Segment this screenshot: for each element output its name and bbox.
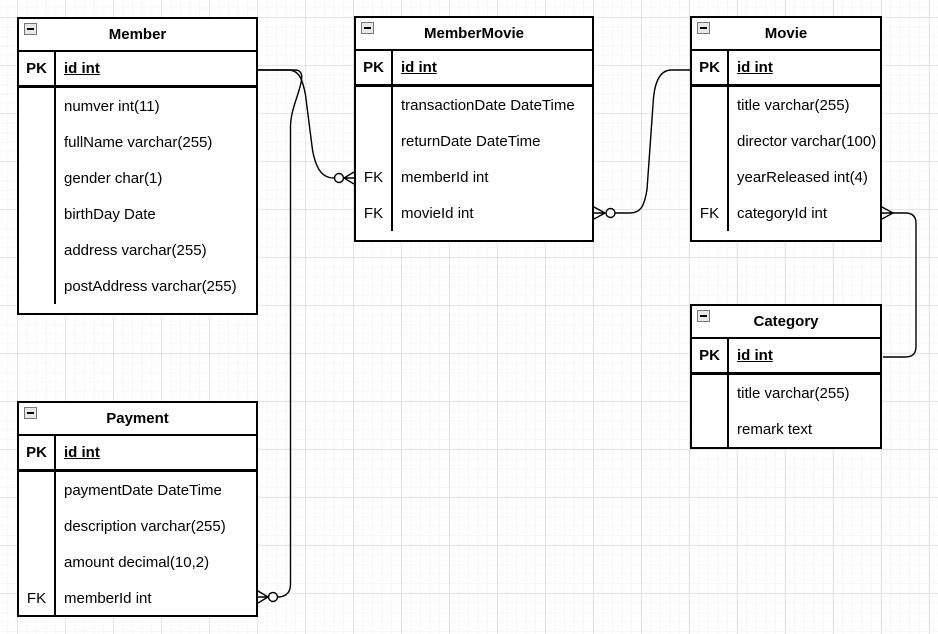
field-row[interactable]: FK memberId int bbox=[19, 580, 256, 615]
field-name: id int bbox=[64, 60, 100, 77]
collapse-minus-icon[interactable] bbox=[24, 23, 37, 35]
key-label: FK bbox=[699, 204, 720, 222]
crow-foot-zero-or-many-icon bbox=[342, 171, 355, 185]
field-row[interactable]: returnDate DateTime bbox=[356, 123, 592, 159]
relationship-member-payment[interactable] bbox=[257, 69, 303, 604]
field-row[interactable]: yearReleased int(4) bbox=[692, 159, 880, 195]
field-name: fullName varchar(255) bbox=[64, 133, 213, 151]
entity-movie[interactable]: Movie PK id int title varchar(255) director… bbox=[690, 16, 882, 242]
field-name: title varchar(255) bbox=[737, 96, 850, 114]
field-row[interactable]: FK memberId int bbox=[356, 159, 592, 195]
key-label: PK bbox=[699, 347, 720, 364]
primary-key-row[interactable]: PK id int bbox=[19, 52, 256, 88]
entity-title-bar[interactable]: Payment bbox=[19, 403, 256, 436]
field-row[interactable]: transactionDate DateTime bbox=[356, 87, 592, 123]
field-name: yearReleased int(4) bbox=[737, 168, 868, 186]
field-row[interactable]: gender char(1) bbox=[19, 160, 256, 196]
field-name: memberId int bbox=[401, 168, 489, 186]
relationship-movie-category[interactable] bbox=[881, 206, 917, 358]
entity-member[interactable]: Member PK id int numver int(11) fullName va… bbox=[17, 17, 258, 315]
field-name: director varchar(100) bbox=[737, 132, 877, 150]
crow-foot-many-icon bbox=[881, 206, 895, 220]
key-label: FK bbox=[363, 204, 384, 222]
entity-title: Payment bbox=[106, 410, 169, 427]
field-row[interactable]: birthDay Date bbox=[19, 196, 256, 232]
column-divider bbox=[54, 52, 56, 304]
entity-title: Movie bbox=[764, 25, 808, 42]
collapse-minus-icon[interactable] bbox=[697, 310, 710, 322]
entity-title-bar[interactable]: Movie bbox=[692, 18, 880, 51]
entity-category[interactable]: Category PK id int title varchar(255) remar… bbox=[690, 304, 882, 449]
field-name: address varchar(255) bbox=[64, 241, 207, 259]
field-row[interactable]: postAddress varchar(255) bbox=[19, 268, 256, 304]
primary-key-row[interactable]: PK id int bbox=[692, 51, 880, 87]
field-name: numver int(11) bbox=[64, 97, 160, 115]
field-row[interactable]: numver int(11) bbox=[19, 88, 256, 124]
field-row[interactable]: title varchar(255) bbox=[692, 375, 880, 411]
field-name: id int bbox=[64, 444, 100, 461]
primary-key-row[interactable]: PK id int bbox=[692, 339, 880, 375]
relationship-movie-membermovie[interactable] bbox=[593, 69, 690, 220]
field-row[interactable]: description varchar(255) bbox=[19, 508, 256, 544]
entity-title-bar[interactable]: Member bbox=[19, 19, 256, 52]
field-name: title varchar(255) bbox=[737, 384, 850, 402]
field-name: id int bbox=[737, 59, 773, 76]
field-row[interactable]: amount decimal(10,2) bbox=[19, 544, 256, 580]
crow-foot-zero-or-many-icon bbox=[593, 206, 607, 220]
field-row[interactable]: FK categoryId int bbox=[692, 195, 880, 231]
field-row[interactable]: fullName varchar(255) bbox=[19, 124, 256, 160]
primary-key-row[interactable]: PK id int bbox=[356, 51, 592, 87]
key-label: PK bbox=[699, 59, 720, 76]
field-row[interactable]: director varchar(100) bbox=[692, 123, 880, 159]
field-name: movieId int bbox=[401, 204, 474, 222]
key-label: PK bbox=[363, 59, 384, 76]
entity-title: Member bbox=[108, 26, 167, 43]
collapse-minus-icon[interactable] bbox=[697, 22, 710, 34]
column-divider bbox=[54, 436, 56, 615]
field-name: remark text bbox=[737, 420, 813, 438]
collapse-minus-icon[interactable] bbox=[361, 22, 374, 34]
key-label: FK bbox=[363, 168, 384, 186]
field-name: birthDay Date bbox=[64, 205, 156, 223]
entity-title: MemberMovie bbox=[423, 25, 525, 42]
entity-title-bar[interactable]: Category bbox=[692, 306, 880, 339]
entity-title-bar[interactable]: MemberMovie bbox=[356, 18, 592, 51]
field-name: returnDate DateTime bbox=[401, 132, 541, 150]
column-divider bbox=[727, 339, 729, 447]
field-name: id int bbox=[737, 347, 773, 364]
field-name: postAddress varchar(255) bbox=[64, 277, 237, 295]
relationship-member-membermovie[interactable] bbox=[258, 69, 355, 185]
field-name: amount decimal(10,2) bbox=[64, 553, 210, 571]
field-name: id int bbox=[401, 59, 437, 76]
field-name: memberId int bbox=[64, 589, 152, 607]
primary-key-row[interactable]: PK id int bbox=[19, 436, 256, 472]
collapse-minus-icon[interactable] bbox=[24, 407, 37, 419]
field-name: gender char(1) bbox=[64, 169, 163, 187]
field-name: categoryId int bbox=[737, 204, 828, 222]
entity-payment[interactable]: Payment PK id int paymentDate DateTime desc… bbox=[17, 401, 258, 617]
field-row[interactable]: title varchar(255) bbox=[692, 87, 880, 123]
key-label: PK bbox=[26, 444, 47, 461]
column-divider bbox=[727, 51, 729, 231]
entity-title: Category bbox=[753, 313, 819, 330]
field-name: transactionDate DateTime bbox=[401, 96, 575, 114]
field-row[interactable]: paymentDate DateTime bbox=[19, 472, 256, 508]
key-label: PK bbox=[26, 60, 47, 77]
crow-foot-zero-or-many-icon bbox=[257, 590, 270, 604]
field-row[interactable]: address varchar(255) bbox=[19, 232, 256, 268]
field-row[interactable]: FK movieId int bbox=[356, 195, 592, 231]
key-label: FK bbox=[26, 589, 47, 607]
column-divider bbox=[391, 51, 393, 231]
field-name: description varchar(255) bbox=[64, 517, 226, 535]
field-row[interactable]: remark text bbox=[692, 411, 880, 447]
entity-membermovie[interactable]: MemberMovie PK id int transactionDate Date… bbox=[354, 16, 594, 242]
field-name: paymentDate DateTime bbox=[64, 481, 222, 499]
